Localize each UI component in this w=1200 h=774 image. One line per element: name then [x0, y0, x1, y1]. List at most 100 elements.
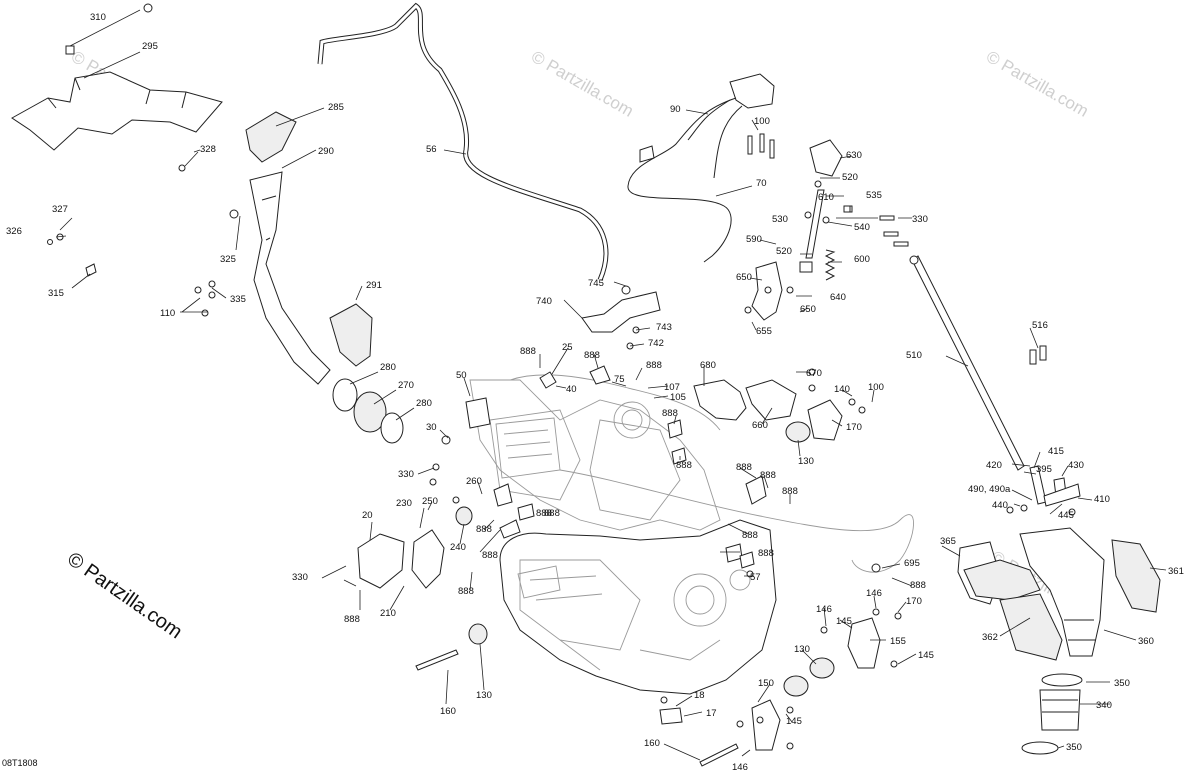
- callout-30: 30: [426, 422, 437, 433]
- callout-250: 250: [422, 496, 438, 507]
- callout-25: 25: [562, 342, 573, 353]
- callout-330-left: 330: [398, 469, 414, 480]
- callout-56: 56: [426, 144, 437, 155]
- callout-888-d: 888: [662, 408, 678, 419]
- callout-888-o: 888: [344, 614, 360, 625]
- intake-duct-290: [249, 171, 331, 385]
- callout-420: 420: [986, 460, 1002, 471]
- heat-shield-362: [999, 593, 1063, 661]
- diagram-code: 08T1808: [2, 758, 38, 768]
- leader-lines: [55, 51, 1167, 761]
- callout-326: 326: [6, 226, 22, 237]
- callout-160-bottom: 160: [644, 738, 660, 749]
- callout-670: 670: [806, 368, 822, 379]
- callout-520-top: 520: [842, 172, 858, 183]
- callout-290: 290: [318, 146, 334, 157]
- callout-540: 540: [854, 222, 870, 233]
- bolts-330-top: [879, 215, 909, 247]
- callout-490-490a: 490, 490a: [968, 484, 1011, 495]
- callout-105: 105: [670, 392, 686, 403]
- small-fasteners-left: [47, 151, 451, 486]
- callout-150: 150: [758, 678, 774, 689]
- callout-145-lower: 145: [786, 716, 802, 727]
- callout-230: 230: [396, 498, 412, 509]
- callout-600: 600: [854, 254, 870, 265]
- callout-110: 110: [160, 308, 175, 319]
- callout-270: 270: [398, 380, 414, 391]
- intake-boot-291: [329, 303, 373, 367]
- callout-170-top: 170: [846, 422, 862, 433]
- callout-362: 362: [982, 632, 998, 643]
- callout-285: 285: [328, 102, 344, 113]
- callout-888-q: 888: [910, 580, 926, 591]
- callout-350-upper: 350: [1114, 678, 1130, 689]
- callout-340: 340: [1096, 700, 1112, 711]
- callout-660: 660: [752, 420, 768, 431]
- callout-100-right: 100: [868, 382, 884, 393]
- heat-shield-361: [1111, 539, 1161, 613]
- callout-160-left: 160: [440, 706, 456, 717]
- breather-hose-56: [317, 2, 609, 281]
- filter-240-250: [452, 496, 473, 526]
- callout-20: 20: [362, 510, 373, 521]
- callout-888-p: 888: [458, 586, 474, 597]
- sensor-680: [693, 379, 747, 421]
- callout-610: 610: [818, 192, 834, 203]
- callout-888-k: 888: [742, 530, 758, 541]
- exhaust-elbow-365: [957, 541, 1041, 605]
- callout-130-mid: 130: [794, 644, 810, 655]
- callout-280-upper: 280: [380, 362, 396, 373]
- inlet-duct-285: [245, 111, 297, 163]
- clamps-280-270: [332, 378, 404, 444]
- bracket-140: [807, 398, 866, 441]
- callout-888-f: 888: [736, 462, 752, 473]
- callout-361: 361: [1168, 566, 1184, 577]
- shift-knob-630: [809, 139, 843, 188]
- callout-330-bottom: 330: [292, 572, 308, 583]
- callout-310: 310: [90, 12, 106, 23]
- callout-90: 90: [670, 104, 681, 115]
- callout-888-g: 888: [760, 470, 776, 481]
- drain-plug-17-18: [659, 696, 683, 725]
- bracket-150: [736, 699, 794, 751]
- callout-655: 655: [756, 326, 772, 337]
- callout-130-top: 130: [798, 456, 814, 467]
- callout-888-c: 888: [646, 360, 662, 371]
- callout-365: 365: [940, 536, 956, 547]
- callout-650-left: 650: [736, 272, 752, 283]
- callout-888-m: 888: [482, 550, 498, 561]
- callout-888-e: 888: [676, 460, 692, 471]
- callout-18: 18: [694, 690, 705, 701]
- throttle-cable-70-90: [627, 73, 775, 263]
- spring-600: [824, 249, 836, 281]
- callout-75: 75: [614, 374, 625, 385]
- callout-146-left: 146: [816, 604, 832, 615]
- gasket-50: [465, 397, 491, 429]
- callout-240: 240: [450, 542, 466, 553]
- callout-888-a: 888: [520, 346, 536, 357]
- air-deflector-295: [11, 71, 223, 151]
- muffler-340-350: [1021, 673, 1083, 755]
- bolts-535: [843, 205, 851, 213]
- callout-888-i: 888: [476, 524, 492, 535]
- bolts-516: [1029, 345, 1047, 365]
- callout-170-bottom: 170: [906, 596, 922, 607]
- callout-330-top: 330: [912, 214, 928, 225]
- callout-155: 155: [890, 636, 906, 647]
- callout-327: 327: [52, 204, 68, 215]
- callout-335: 335: [230, 294, 246, 305]
- callout-57: 57: [750, 572, 761, 583]
- callout-100-top: 100: [754, 116, 770, 127]
- callout-145-upper: 145: [836, 616, 852, 627]
- callout-410: 410: [1094, 494, 1110, 505]
- callout-146-mid: 146: [866, 588, 882, 599]
- callout-17: 17: [706, 708, 717, 719]
- bolts-100: [747, 133, 775, 159]
- callout-516: 516: [1032, 320, 1048, 331]
- cover-660: [745, 368, 816, 421]
- callout-107: 107: [664, 382, 680, 393]
- callout-350-lower: 350: [1066, 742, 1082, 753]
- callout-630: 630: [846, 150, 862, 161]
- callout-40: 40: [566, 384, 577, 395]
